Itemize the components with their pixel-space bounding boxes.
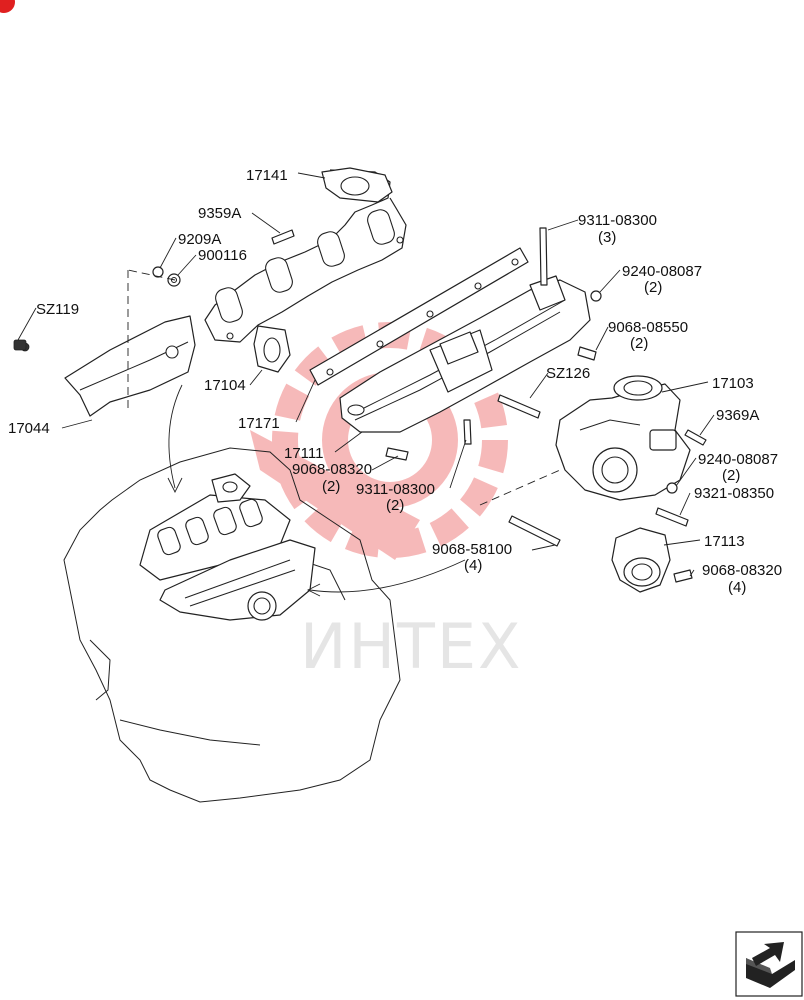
stud-SZ126 xyxy=(497,394,541,419)
qty-9311-08300-b: (2) xyxy=(386,497,404,514)
throttle-body-17103 xyxy=(555,375,691,501)
label-17044: 17044 xyxy=(8,420,50,437)
back-arrow-button[interactable] xyxy=(735,931,803,997)
gasket-17104 xyxy=(253,325,291,373)
heat-shield-17044 xyxy=(20,315,196,417)
assembled-manifolds xyxy=(139,473,316,621)
stud-9311-a xyxy=(539,227,548,286)
label-17171: 17171 xyxy=(238,415,280,432)
qty-9068-08320-b: (4) xyxy=(728,579,746,596)
label-17103: 17103 xyxy=(712,375,754,392)
label-17113: 17113 xyxy=(704,533,745,550)
exhaust-manifold-17141 xyxy=(204,167,407,343)
red-dot-icon xyxy=(0,0,15,13)
label-9068-08320-b: 9068-08320 xyxy=(702,562,782,579)
nut-9209A xyxy=(152,266,164,278)
label-17111: 17111 xyxy=(284,445,324,462)
adapter-17113 xyxy=(611,527,671,593)
callout-labels: 17141 9359A 9209A 900116 SZ119 17044 171… xyxy=(8,167,782,596)
gasket-17171 xyxy=(309,247,529,386)
bolt-9068-58100 xyxy=(508,515,561,547)
label-9311-08300-a: 9311-08300 xyxy=(578,212,657,229)
qty-9240-08087-a: (2) xyxy=(644,279,662,296)
label-SZ119: SZ119 xyxy=(36,301,79,318)
arrow-17104 xyxy=(168,384,183,489)
stud-9359A xyxy=(271,229,295,245)
intake-manifold-17111 xyxy=(339,275,591,433)
label-9068-08320-a: 9068-08320 xyxy=(292,461,372,478)
qty-9240-08087-b: (2) xyxy=(722,467,740,484)
back-arrow-icon xyxy=(746,942,795,988)
nut-9240-a xyxy=(590,290,602,302)
label-900116: 900116 xyxy=(198,247,247,264)
label-9240-08087-a: 9240-08087 xyxy=(622,263,702,280)
label-9321-08350: 9321-08350 xyxy=(694,485,774,502)
bolt-SZ119 xyxy=(13,339,27,351)
leader-lines xyxy=(17,172,715,577)
label-9209A: 9209A xyxy=(178,231,221,248)
label-9240-08087-b: 9240-08087 xyxy=(698,451,778,468)
qty-9311-08300-a: (3) xyxy=(598,229,616,246)
qty-9068-08320-a: (2) xyxy=(322,478,340,495)
qty-9068-58100: (4) xyxy=(464,557,482,574)
bolt-9068-08320-a xyxy=(385,447,409,461)
label-17104: 17104 xyxy=(204,377,246,394)
label-SZ126: SZ126 xyxy=(546,365,590,382)
stud-9311-b xyxy=(463,419,472,445)
label-9311-08300-b: 9311-08300 xyxy=(356,481,435,498)
stud-9321-08350 xyxy=(655,507,689,527)
bolt-9068-08320-b xyxy=(673,569,693,583)
qty-9068-08550: (2) xyxy=(630,335,648,352)
nut-9240-b xyxy=(666,482,678,494)
engine-outline xyxy=(63,447,401,803)
label-9068-58100: 9068-58100 xyxy=(432,541,512,558)
label-17141: 17141 xyxy=(246,167,288,184)
label-9068-08550: 9068-08550 xyxy=(608,319,688,336)
label-9369A: 9369A xyxy=(716,407,759,424)
bolt-9068-08550 xyxy=(577,346,597,361)
label-9359A: 9359A xyxy=(198,205,241,222)
stud-9369A xyxy=(684,429,707,446)
arrow-intake xyxy=(309,559,466,593)
watermark-text: ИНТЕХ xyxy=(300,610,523,683)
